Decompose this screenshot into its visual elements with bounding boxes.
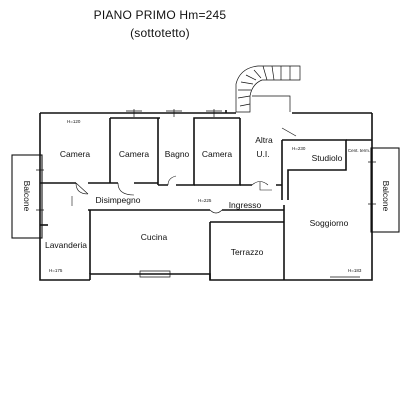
room-camera-2: Camera bbox=[119, 149, 150, 159]
balcone-right bbox=[370, 147, 400, 233]
height-lavanderia: H=175 bbox=[49, 268, 63, 273]
room-studiolo: Studiolo bbox=[312, 153, 343, 163]
height-disimpegno: H=225 bbox=[198, 198, 212, 203]
room-altra-ui-line2: U.I. bbox=[256, 149, 269, 159]
spiral-staircase bbox=[235, 65, 301, 113]
room-disimpegno: Disimpegno bbox=[96, 195, 141, 205]
room-balcone-left: Balcone bbox=[22, 181, 32, 212]
room-terrazzo: Terrazzo bbox=[231, 247, 264, 257]
room-bagno: Bagno bbox=[165, 149, 190, 159]
room-centrale-termica: Cent. term. bbox=[348, 148, 370, 153]
plan-title-line2: (sottotetto) bbox=[130, 26, 190, 40]
room-camera-1: Camera bbox=[60, 149, 91, 159]
openings bbox=[36, 109, 376, 278]
outer-walls bbox=[39, 112, 373, 281]
height-camera-1: H=120 bbox=[67, 119, 81, 124]
room-lavanderia: Lavanderia bbox=[45, 240, 87, 250]
room-altra-ui-line1: Altra bbox=[255, 135, 273, 145]
height-soggiorno: H=183 bbox=[348, 268, 362, 273]
room-ingresso: Ingresso bbox=[229, 200, 262, 210]
balcone-left bbox=[11, 154, 43, 239]
room-cucina: Cucina bbox=[141, 232, 168, 242]
room-camera-3: Camera bbox=[202, 149, 233, 159]
height-studiolo: H=230 bbox=[292, 146, 306, 151]
interior-walls bbox=[40, 110, 372, 280]
plan-title-line1: PIANO PRIMO Hm=245 bbox=[93, 8, 227, 22]
room-soggiorno: Soggiorno bbox=[310, 218, 349, 228]
room-balcone-right: Balcone bbox=[381, 181, 391, 212]
